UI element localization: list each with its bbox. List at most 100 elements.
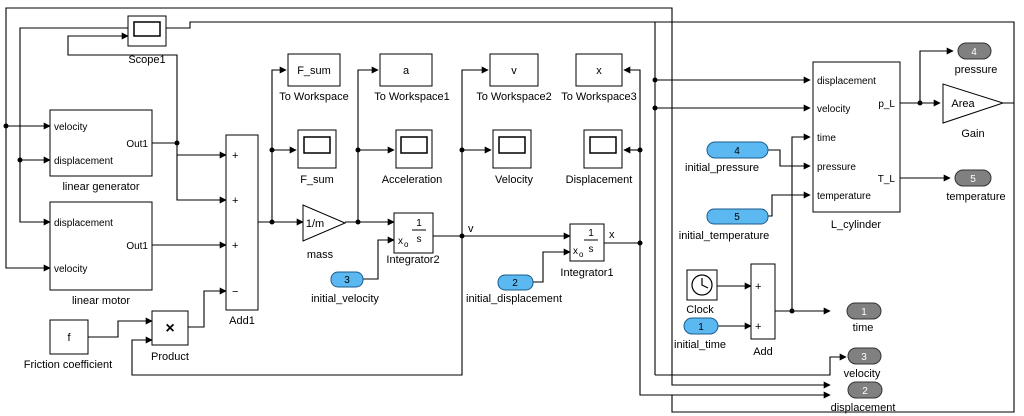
wire-time-cyl	[791, 133, 811, 311]
wire-pressure-out	[919, 47, 954, 103]
scope-velocity-label: Velocity	[495, 174, 533, 186]
initial-time-port-number: 1	[698, 322, 704, 333]
wire-friction	[88, 317, 153, 338]
to-workspace3-block[interactable]: x To Workspace3	[561, 53, 637, 103]
velocity-port-number: 3	[861, 352, 867, 363]
gain-value: Area	[951, 98, 975, 110]
initial-velocity-inport[interactable]: 3 initial_velocity	[311, 271, 379, 305]
scope-velocity-block[interactable]: Velocity	[492, 129, 533, 186]
add1-sign-1: +	[232, 150, 238, 162]
scope-displacement-label: Displacement	[566, 174, 633, 186]
linear-motor-in-velocity: velocity	[54, 264, 87, 275]
wire-init-vel	[363, 236, 395, 280]
wire-a-ws	[357, 66, 379, 222]
linear-motor-label: linear motor	[72, 295, 130, 307]
pressure-outport-label: pressure	[955, 64, 998, 76]
to-workspace2-label: To Workspace2	[476, 91, 552, 103]
wire-init-disp	[533, 248, 571, 283]
to-workspace1-label: To Workspace1	[374, 91, 450, 103]
wire-fsum-ws	[271, 66, 287, 222]
scope1-block[interactable]: Scope1	[127, 15, 167, 66]
mass-label: mass	[307, 249, 334, 261]
to-workspace2-var: v	[511, 65, 517, 77]
wire-init-temp	[768, 191, 811, 217]
l-cylinder-in-time: time	[817, 133, 836, 144]
add-label: Add	[753, 346, 773, 358]
l-cylinder-out-pL: p_L	[878, 99, 895, 110]
wire-gen-out	[152, 142, 227, 159]
initial-velocity-port-number: 3	[344, 275, 350, 286]
initial-temperature-inport[interactable]: 5 initial_temperature	[679, 208, 770, 242]
time-port-number: 1	[861, 307, 867, 318]
add-block[interactable]: + + Add	[750, 263, 776, 358]
wire-scope1	[67, 32, 178, 143]
initial-time-inport[interactable]: 1 initial_time	[674, 317, 726, 351]
displacement-outport[interactable]: 2 displacement	[831, 381, 896, 414]
product-symbol: ×	[165, 320, 174, 337]
scope-acceleration-block[interactable]: Acceleration	[382, 129, 443, 186]
wire-v-ws	[461, 66, 489, 236]
add1-sign-4: −	[232, 286, 238, 298]
add1-block[interactable]: + + + − Add1	[225, 134, 259, 327]
velocity-outport[interactable]: 3 velocity	[844, 347, 882, 380]
integrator1-num: 1	[588, 228, 594, 239]
gain-label: Gain	[961, 128, 984, 140]
add1-label: Add1	[229, 315, 255, 327]
initial-displacement-inport[interactable]: 2 initial_displacement	[466, 274, 562, 305]
initial-time-label: initial_time	[674, 339, 726, 351]
linear-generator-block[interactable]: velocity displacement Out1 linear genera…	[49, 109, 153, 193]
to-workspace3-label: To Workspace3	[561, 91, 637, 103]
displacement-outport-label: displacement	[831, 402, 896, 414]
initial-pressure-port-number: 4	[734, 146, 740, 157]
temperature-outport-label: temperature	[946, 191, 1005, 203]
pressure-outport[interactable]: 4 pressure	[955, 42, 998, 76]
product-block[interactable]: × Product	[151, 310, 189, 363]
scope-fsum-block[interactable]: F_sum	[297, 129, 337, 186]
integrator2-x0: x	[398, 236, 403, 247]
mass-block[interactable]: 1/m mass	[302, 204, 347, 261]
wire-product-add1	[188, 287, 227, 328]
integrator2-den: s	[417, 234, 422, 245]
wire-force-loop	[190, 21, 1015, 103]
linear-generator-out: Out1	[126, 139, 148, 150]
wire-velocity-out	[655, 353, 847, 376]
integrator2-x0-sub: o	[404, 240, 409, 249]
integrator2-block[interactable]: 1 s x o Integrator2	[386, 212, 440, 266]
l-cylinder-in-pressure: pressure	[817, 162, 856, 173]
to-workspace3-var: x	[596, 65, 602, 77]
add-sign-1: +	[755, 281, 761, 293]
linear-motor-in-displacement: displacement	[54, 218, 113, 229]
to-workspace2-block[interactable]: v To Workspace2	[476, 53, 552, 103]
scope-displacement-block[interactable]: Displacement	[566, 129, 633, 186]
integrator1-den: s	[589, 244, 594, 255]
add-sign-2: +	[755, 321, 761, 333]
wire-init-press	[768, 149, 811, 170]
temperature-outport[interactable]: 5 temperature	[946, 169, 1006, 203]
add1-sign-2: +	[232, 195, 238, 207]
to-workspace1-block[interactable]: a To Workspace1	[374, 53, 450, 103]
to-workspace-block[interactable]: F_sum To Workspace	[279, 53, 349, 103]
linear-generator-in-velocity: velocity	[54, 122, 87, 133]
integrator1-label: Integrator1	[560, 267, 613, 279]
product-label: Product	[151, 351, 189, 363]
linear-motor-block[interactable]: displacement velocity Out1 linear motor	[49, 201, 153, 307]
temperature-port-number: 5	[970, 174, 976, 185]
integrator1-x0-sub: o	[579, 250, 584, 259]
wire-motor-velocity	[5, 126, 51, 272]
friction-coefficient-value: f	[67, 332, 71, 344]
scope-fsum-label: F_sum	[300, 174, 334, 186]
linear-generator-in-displacement: displacement	[54, 156, 113, 167]
gain-block[interactable]: Area Gain	[942, 83, 1005, 140]
linear-motor-out: Out1	[126, 241, 148, 252]
friction-coefficient-block[interactable]: f Friction coefficient	[24, 319, 112, 371]
time-outport[interactable]: 1 time	[846, 302, 882, 334]
l-cylinder-in-displacement: displacement	[817, 76, 876, 87]
wire-x-loop	[639, 243, 831, 399]
initial-temperature-port-number: 5	[734, 212, 740, 223]
l-cylinder-block[interactable]: displacement velocity time pressure temp…	[812, 61, 901, 231]
initial-pressure-inport[interactable]: 4 initial_pressure	[685, 141, 769, 174]
wire-add1-in2	[176, 155, 227, 204]
clock-block[interactable]: Clock	[686, 269, 718, 316]
integrator1-block[interactable]: 1 s x o Integrator1	[560, 223, 614, 279]
